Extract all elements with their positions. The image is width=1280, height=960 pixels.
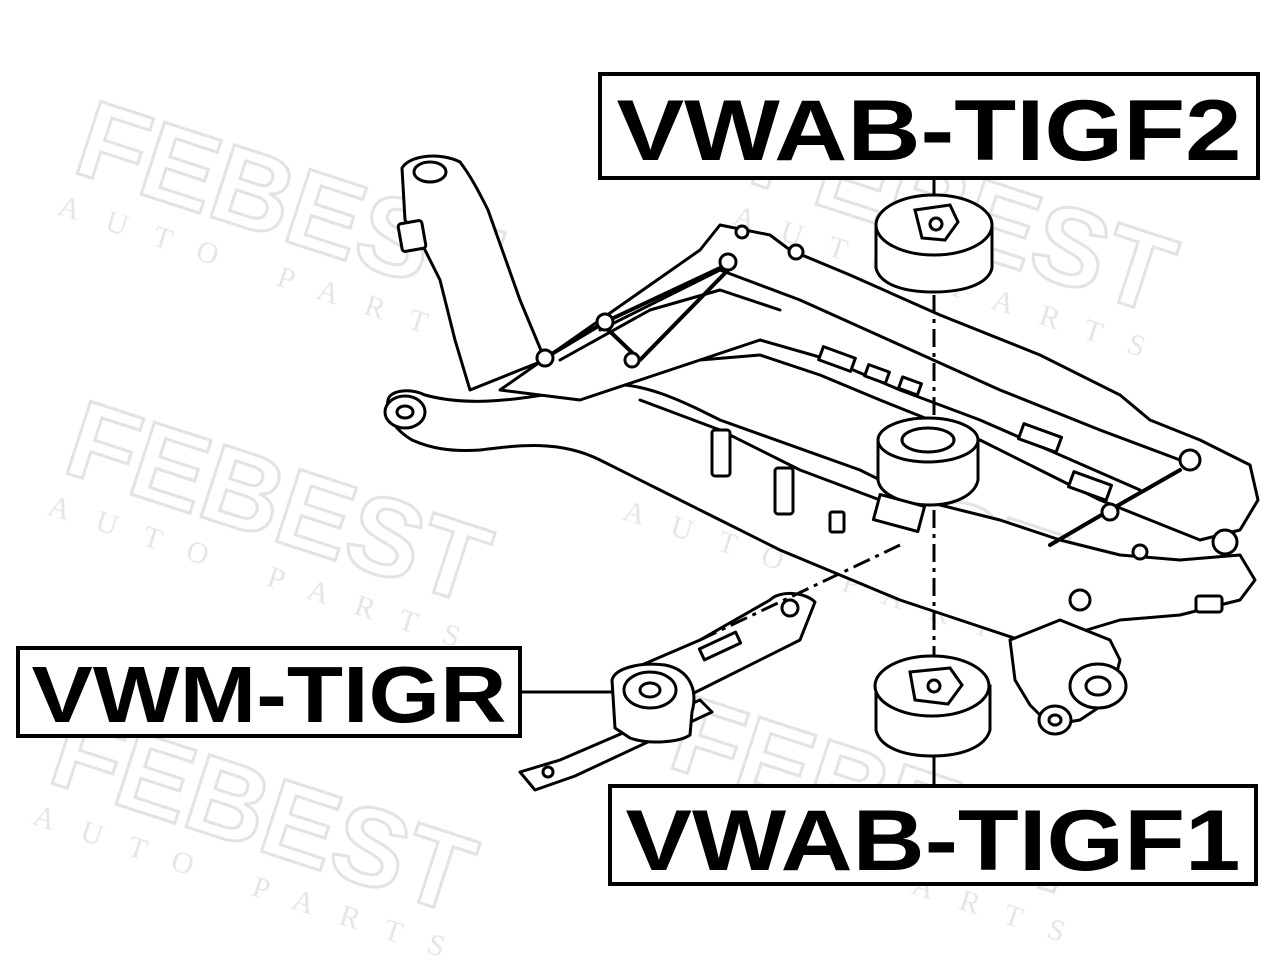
frame-rib-4 [638, 398, 882, 502]
torque-link-slot [697, 630, 743, 662]
left-bushing-front-inner [395, 404, 415, 420]
axis-line-tigr [699, 543, 901, 642]
left-arm-slot [396, 219, 428, 253]
corner-hole-2 [1211, 528, 1239, 556]
corner-hole-1 [1178, 448, 1202, 472]
label-tigf2-text: VWAB-TIGF2 [617, 83, 1242, 179]
frame-cutout-6 [1066, 470, 1114, 502]
bushing-tigf1 [873, 654, 992, 758]
brace-joint-4 [718, 252, 738, 272]
torque-link-tigr [518, 592, 817, 792]
side-slot-2 [773, 466, 795, 516]
label-tigf2-box [598, 72, 1260, 180]
brace-joint-3 [623, 351, 641, 369]
plate-hole [541, 765, 555, 779]
frame-rib-2 [558, 288, 782, 362]
brace-joint-6 [1131, 543, 1149, 561]
bushing-tigf2-hole [928, 216, 944, 232]
side-slot-3 [828, 510, 846, 534]
corner-hole-3 [1068, 588, 1092, 612]
torque-link-bushing-inner [638, 681, 662, 699]
label-tigf1-box [608, 784, 1258, 886]
bushing-tigf1-hole [926, 678, 942, 694]
center-mount-hole [900, 426, 956, 454]
right-front-bushing-inner [1047, 713, 1063, 727]
label-tigf2: VWAB-TIGF2 [598, 72, 1260, 180]
frame-cutout-3 [897, 375, 923, 397]
label-tigr-box [16, 646, 522, 738]
frame-cutout-4 [871, 492, 927, 534]
left-arm-bracket [400, 154, 547, 392]
label-tigf1-text: VWAB-TIGF1 [626, 793, 1241, 889]
top-hole-2 [734, 224, 750, 240]
torque-link-end-hole [780, 598, 800, 618]
label-tigr: VWM-TIGR [16, 646, 522, 739]
brace-joint-5 [1100, 502, 1120, 522]
left-arm-top-hole [412, 160, 448, 184]
brace-joint-2 [535, 348, 555, 368]
frame-cutout-1 [817, 345, 857, 373]
rear-crossmember [385, 382, 1257, 642]
top-hole-1 [787, 243, 805, 261]
label-tigf1: VWAB-TIGF1 [608, 784, 1258, 889]
subframe-drawing [383, 154, 1260, 736]
right-rear-bushing-inner [1084, 675, 1112, 697]
side-slot-1 [710, 428, 732, 478]
leader-lines [520, 178, 936, 786]
corner-slot [1194, 594, 1224, 614]
frame-cutout-2 [863, 363, 891, 385]
brace-joint-1 [595, 312, 615, 332]
frame-cutout-5 [1016, 422, 1064, 454]
bushing-tigf2 [874, 193, 994, 294]
label-tigr-text: VWM-TIGR [32, 650, 507, 739]
